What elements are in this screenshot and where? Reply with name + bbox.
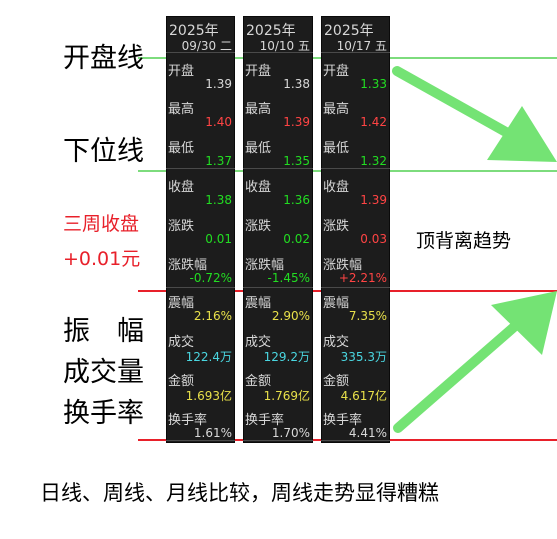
column-separator bbox=[321, 287, 390, 288]
field-value: 4.41% bbox=[348, 426, 387, 440]
column-year: 2025年 bbox=[169, 23, 219, 39]
field-value: 4.617亿 bbox=[340, 389, 387, 403]
field-value: -0.72% bbox=[189, 271, 232, 285]
field-label: 最高 bbox=[323, 102, 350, 117]
field-value: 1.33 bbox=[360, 77, 387, 91]
field-label: 成交 bbox=[168, 335, 195, 350]
field-label: 收盘 bbox=[168, 180, 195, 195]
field-value: 1.35 bbox=[283, 154, 310, 168]
field-value: 1.70% bbox=[271, 426, 310, 440]
field-value: 1.38 bbox=[205, 193, 232, 207]
field-label: 最低 bbox=[323, 141, 350, 156]
field-value: 0.02 bbox=[283, 232, 310, 246]
column-separator bbox=[243, 440, 313, 441]
field-label: 金额 bbox=[323, 374, 350, 389]
field-label: 换手率 bbox=[245, 413, 285, 428]
field-value: 1.36 bbox=[283, 193, 310, 207]
field-value: -1.45% bbox=[267, 271, 310, 285]
field-value: 122.4万 bbox=[185, 350, 232, 364]
field-value: 129.2万 bbox=[263, 350, 310, 364]
column-date: 10/17 五 bbox=[336, 39, 387, 53]
column-date: 10/10 五 bbox=[259, 39, 310, 53]
amplitude-label: 振 幅 bbox=[63, 316, 144, 347]
field-label: 换手率 bbox=[168, 413, 208, 428]
field-label: 涨跌 bbox=[245, 219, 272, 234]
column-year: 2025年 bbox=[246, 23, 296, 39]
field-label: 涨跌幅 bbox=[245, 258, 285, 273]
column-separator bbox=[166, 287, 235, 288]
open-line-label: 开盘线 bbox=[63, 43, 144, 74]
turnover-label: 换手率 bbox=[63, 398, 144, 429]
field-label: 金额 bbox=[245, 374, 272, 389]
divergence-label: 顶背离趋势 bbox=[416, 230, 512, 252]
field-value: +2.21% bbox=[338, 271, 387, 285]
field-value: 2.90% bbox=[271, 309, 310, 323]
field-value: 1.39 bbox=[283, 115, 310, 129]
field-label: 震幅 bbox=[168, 296, 195, 311]
column-separator bbox=[166, 440, 235, 441]
field-value: 2.16% bbox=[193, 309, 232, 323]
column-separator bbox=[321, 440, 390, 441]
field-value: 7.35% bbox=[348, 309, 387, 323]
volume-label: 成交量 bbox=[63, 357, 144, 388]
field-value: 1.693亿 bbox=[185, 389, 232, 403]
down-arrow-icon bbox=[392, 66, 557, 162]
field-label: 最高 bbox=[168, 102, 195, 117]
field-label: 最低 bbox=[168, 141, 195, 156]
field-label: 换手率 bbox=[323, 413, 363, 428]
field-value: 335.3万 bbox=[340, 350, 387, 364]
field-value: 1.40 bbox=[205, 115, 232, 129]
field-label: 涨跌幅 bbox=[168, 258, 208, 273]
lower-line-label: 下位线 bbox=[63, 136, 144, 167]
field-label: 震幅 bbox=[245, 296, 272, 311]
column-separator bbox=[166, 52, 235, 53]
field-label: 成交 bbox=[323, 335, 350, 350]
field-value: 1.39 bbox=[360, 193, 387, 207]
field-label: 震幅 bbox=[323, 296, 350, 311]
field-value: 1.61% bbox=[193, 426, 232, 440]
change-value-label: +0.01元 bbox=[63, 248, 141, 270]
field-label: 开盘 bbox=[245, 64, 272, 79]
column-separator bbox=[321, 168, 390, 169]
field-label: 收盘 bbox=[245, 180, 272, 195]
up-arrow-icon bbox=[393, 291, 557, 433]
field-value: 1.32 bbox=[360, 154, 387, 168]
field-value: 1.42 bbox=[360, 115, 387, 129]
field-value: 1.37 bbox=[205, 154, 232, 168]
field-value: 1.38 bbox=[283, 77, 310, 91]
column-separator bbox=[243, 52, 313, 53]
field-label: 成交 bbox=[245, 335, 272, 350]
field-value: 1.39 bbox=[205, 77, 232, 91]
field-label: 最低 bbox=[245, 141, 272, 156]
field-value: 1.769亿 bbox=[263, 389, 310, 403]
field-label: 金额 bbox=[168, 374, 195, 389]
column-separator bbox=[321, 52, 390, 53]
column-date: 09/30 二 bbox=[181, 39, 232, 53]
field-label: 涨跌幅 bbox=[323, 258, 363, 273]
column-separator bbox=[243, 168, 313, 169]
field-label: 收盘 bbox=[323, 180, 350, 195]
column-separator bbox=[166, 168, 235, 169]
field-label: 涨跌 bbox=[168, 219, 195, 234]
field-value: 0.01 bbox=[205, 232, 232, 246]
field-label: 涨跌 bbox=[323, 219, 350, 234]
column-separator bbox=[243, 287, 313, 288]
field-label: 开盘 bbox=[323, 64, 350, 79]
field-value: 0.03 bbox=[360, 232, 387, 246]
column-year: 2025年 bbox=[324, 23, 374, 39]
three-week-close-label: 三周收盘 bbox=[63, 213, 140, 235]
caption: 日线、周线、月线比较，周线走势显得糟糕 bbox=[40, 481, 439, 505]
field-label: 最高 bbox=[245, 102, 272, 117]
field-label: 开盘 bbox=[168, 64, 195, 79]
